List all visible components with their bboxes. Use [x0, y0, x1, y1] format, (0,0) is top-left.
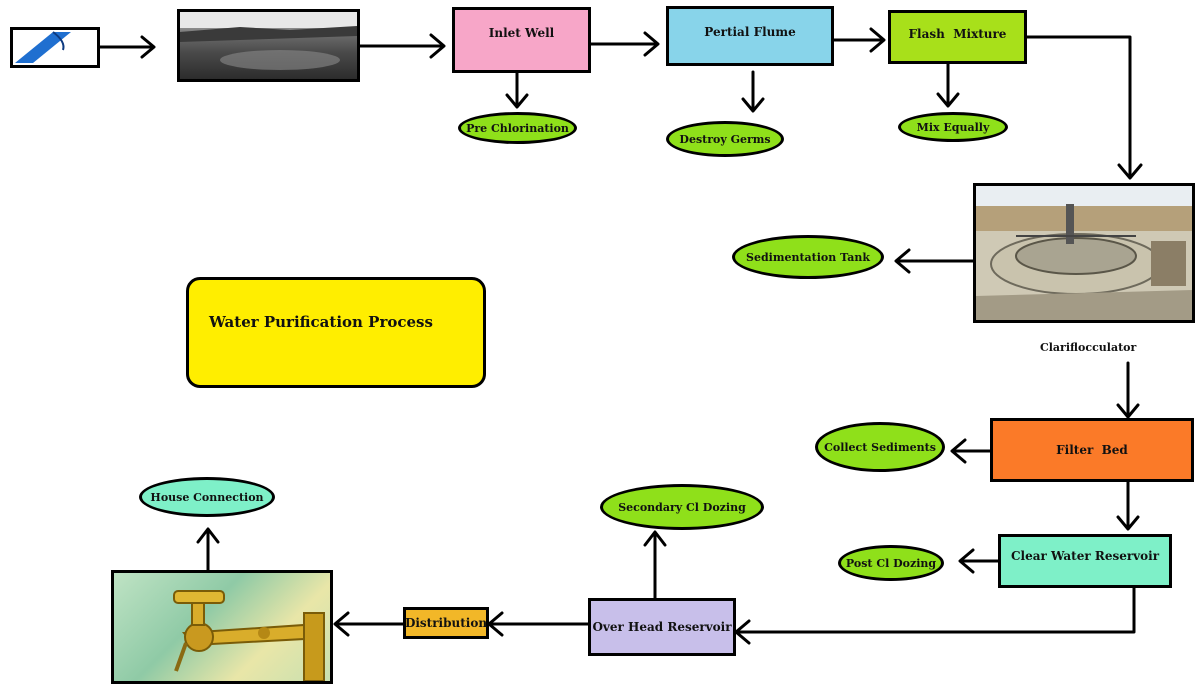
river-photo — [177, 9, 360, 82]
arrow-inlet-to-flume — [589, 31, 660, 57]
post-cl-dozing-label: Post Cl Dozing — [845, 556, 937, 570]
arrow-tap-to-house — [196, 527, 220, 572]
arrow-distribution-to-tap — [333, 611, 405, 637]
arrow-flume-to-flash — [832, 27, 886, 53]
arrow-flash-to-mix — [936, 62, 960, 108]
arrow-filter-to-sediments — [950, 438, 992, 464]
collect-sediments-oval: Collect Sediments — [815, 422, 945, 472]
clariflocculator-label: Clariflocculator — [1040, 341, 1137, 354]
water-tap-photo — [111, 570, 333, 684]
collect-sediments-label: Collect Sediments — [824, 440, 936, 454]
house-connection-oval: House Connection — [139, 477, 275, 517]
partial-flume-label: Pertial Flume — [704, 25, 796, 39]
distribution-box: Distribution — [403, 607, 489, 639]
arrow-river-to-inlet — [358, 33, 446, 59]
clear-water-reservoir-label: Clear Water Reservoir — [1010, 549, 1160, 563]
arrow-flash-to-clari — [1025, 35, 1143, 180]
destroy-germs-oval: Destroy Germs — [666, 121, 784, 157]
arrow-ohr-to-distribution — [487, 611, 590, 637]
sedimentation-tank-oval: Sedimentation Tank — [732, 235, 884, 279]
inlet-well-label: Inlet Well — [488, 26, 555, 40]
arrow-ohr-to-secondary — [643, 530, 667, 600]
flash-mixture-label: Flash Mixture — [908, 27, 1007, 41]
pre-chlorination-oval: Pre Chlorination — [458, 112, 577, 144]
arrow-clearwater-to-postcl — [958, 548, 1000, 574]
secondary-cl-dozing-oval: Secondary Cl Dozing — [600, 484, 764, 530]
water-source-icon — [10, 27, 100, 68]
arrow-source-to-river — [98, 35, 156, 59]
arrow-clari-to-sedimentation — [894, 248, 975, 274]
clariflocculator-photo — [973, 183, 1195, 323]
arrow-clearwater-to-ohr — [734, 586, 1136, 645]
sedimentation-tank-label: Sedimentation Tank — [746, 250, 870, 264]
arrow-clari-to-filter — [1116, 361, 1140, 419]
filter-bed-label: Filter Bed — [1056, 443, 1128, 457]
over-head-reservoir-label: Over Head Reservoir — [592, 620, 732, 634]
house-connection-label: House Connection — [150, 490, 264, 504]
distribution-label: Distribution — [404, 616, 488, 630]
post-cl-dozing-oval: Post Cl Dozing — [838, 545, 944, 581]
clear-water-reservoir-box: Clear Water Reservoir — [998, 534, 1172, 588]
partial-flume-box: Pertial Flume — [666, 6, 834, 66]
arrow-filter-to-clearwater — [1116, 480, 1140, 531]
inlet-well-box: Inlet Well — [452, 7, 591, 73]
over-head-reservoir-box: Over Head Reservoir — [588, 598, 736, 656]
mix-equally-oval: Mix Equally — [898, 112, 1008, 142]
destroy-germs-label: Destroy Germs — [679, 132, 771, 146]
mix-equally-label: Mix Equally — [916, 120, 990, 134]
filter-bed-box: Filter Bed — [990, 418, 1194, 482]
title-box: Water Purification Process — [186, 277, 486, 388]
pre-chlorination-label: Pre Chlorination — [466, 121, 569, 135]
arrow-inlet-to-prechlor — [505, 71, 529, 109]
arrow-flume-to-germs — [741, 70, 765, 113]
title-text: Water Purification Process — [209, 313, 433, 331]
flash-mixture-box: Flash Mixture — [888, 10, 1027, 64]
secondary-cl-dozing-label: Secondary Cl Dozing — [618, 500, 746, 514]
